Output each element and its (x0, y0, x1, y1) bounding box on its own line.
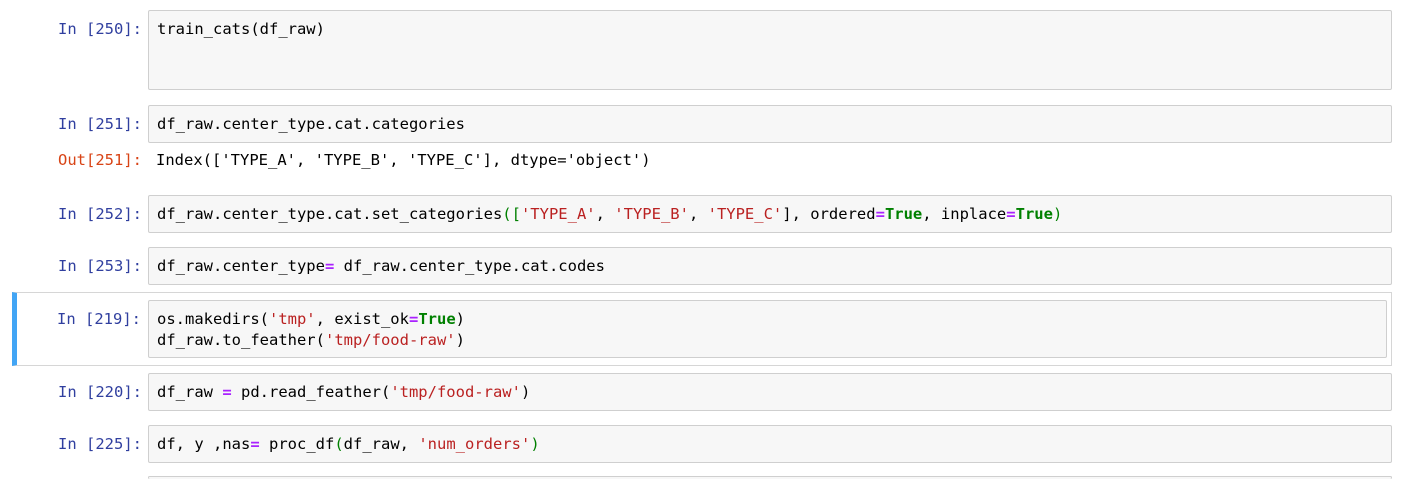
operator: = (222, 383, 232, 401)
code-line: df_raw = pd.read_feather('tmp/food-raw') (157, 382, 1383, 403)
code-input[interactable]: df_raw.center_type.cat.set_categories(['… (148, 195, 1392, 233)
string-literal: 'tmp' (268, 310, 316, 328)
code-token: ) (455, 331, 465, 349)
code-token: pd.read_feather( (231, 383, 391, 401)
code-line: df_raw.center_type= df_raw.center_type.c… (157, 256, 1383, 277)
notebook-cell-253[interactable]: In [253]: df_raw.center_type= df_raw.cen… (12, 247, 1392, 285)
code-input[interactable]: df_raw = pd.read_feather('tmp/food-raw') (148, 373, 1392, 411)
code-line: df_raw.center_type.cat.categories (157, 114, 1383, 135)
input-prompt: In [225]: (58, 435, 142, 453)
input-prompt: In [250]: (58, 20, 142, 38)
code-line: os.makedirs('tmp', exist_ok=True) (157, 309, 1378, 330)
operator: = (250, 435, 260, 453)
string-literal: 'num_orders' (418, 435, 531, 453)
output-prompt: Out[251]: (58, 151, 142, 169)
code-token: , (688, 205, 708, 223)
keyword: True (418, 310, 456, 328)
code-line: df, y ,nas= proc_df(df_raw, 'num_orders'… (157, 434, 1383, 455)
code-token: df_raw.center_type.cat.set_categories (157, 205, 503, 223)
string-literal: 'TYPE_A' (520, 205, 596, 223)
keyword: True (1015, 205, 1053, 223)
operator: = (324, 257, 335, 275)
code-token: , (595, 205, 615, 223)
input-prompt: In [219]: (57, 310, 141, 328)
code-token: train_cats(df_raw) (157, 20, 325, 38)
code-input[interactable]: df_raw.center_type= df_raw.center_type.c… (148, 247, 1392, 285)
notebook-cell-219[interactable]: In [219]: os.makedirs('tmp', exist_ok=Tr… (12, 292, 1392, 366)
bracket: ) (1052, 205, 1063, 223)
code-input[interactable]: train_cats(df_raw) (148, 10, 1392, 90)
notebook-cell-225[interactable]: In [225]: df, y ,nas= proc_df(df_raw, 'n… (12, 425, 1392, 463)
input-prompt: In [220]: (58, 383, 142, 401)
bracket: ( (334, 435, 344, 453)
code-input[interactable] (148, 476, 1392, 479)
operator: = (408, 310, 419, 328)
code-line: df_raw.center_type.cat.set_categories(['… (157, 204, 1383, 225)
string-literal: 'TYPE_C' (707, 205, 783, 223)
notebook-cell-220[interactable]: In [220]: df_raw = pd.read_feather('tmp/… (12, 373, 1392, 411)
code-line: train_cats(df_raw) (157, 19, 1383, 40)
input-prompt: In [251]: (58, 115, 142, 133)
string-literal: 'TYPE_B' (614, 205, 689, 223)
input-prompt: In [253]: (58, 257, 142, 275)
code-token: , exist_ok (315, 310, 409, 328)
code-token: df_raw, (343, 435, 419, 453)
keyword: True (884, 205, 923, 223)
notebook-cell-252[interactable]: In [252]: df_raw.center_type.cat.set_cat… (12, 195, 1392, 233)
code-token: df, y ,nas (157, 435, 251, 453)
input-prompt: In [252]: (58, 205, 142, 223)
code-token: , inplace (922, 205, 1007, 223)
code-token: proc_df (259, 435, 335, 453)
string-literal: 'tmp/food-raw' (324, 331, 456, 349)
code-token: df_raw.to_feather( (157, 331, 325, 349)
code-token: df_raw.center_type (157, 257, 325, 275)
cell-output: Index(['TYPE_A', 'TYPE_B', 'TYPE_C'], dt… (156, 151, 651, 169)
code-token: df_raw.center_type.cat.categories (157, 115, 465, 133)
code-input[interactable]: df_raw.center_type.cat.categories (148, 105, 1392, 143)
code-input[interactable]: df, y ,nas= proc_df(df_raw, 'num_orders'… (148, 425, 1392, 463)
bracket: ([ (502, 205, 521, 223)
code-token: os.makedirs( (157, 310, 269, 328)
notebook-cell-250[interactable]: In [250]: train_cats(df_raw) (12, 10, 1392, 92)
code-token: ) (520, 383, 531, 401)
code-line: df_raw.to_feather('tmp/food-raw') (157, 330, 1378, 351)
code-token: ], ordered (782, 205, 876, 223)
string-literal: 'tmp/food-raw' (390, 383, 521, 401)
code-input[interactable]: os.makedirs('tmp', exist_ok=True) df_raw… (148, 300, 1387, 358)
code-token: df_raw (157, 383, 223, 401)
bracket: ) (530, 435, 540, 453)
operator: = (875, 205, 885, 223)
code-token: ) (455, 310, 465, 328)
operator: = (1006, 205, 1016, 223)
notebook-cell-next[interactable] (12, 476, 1392, 479)
code-token: df_raw.center_type.cat.codes (334, 257, 605, 275)
notebook-cell-251[interactable]: In [251]: df_raw.center_type.cat.categor… (12, 105, 1392, 180)
